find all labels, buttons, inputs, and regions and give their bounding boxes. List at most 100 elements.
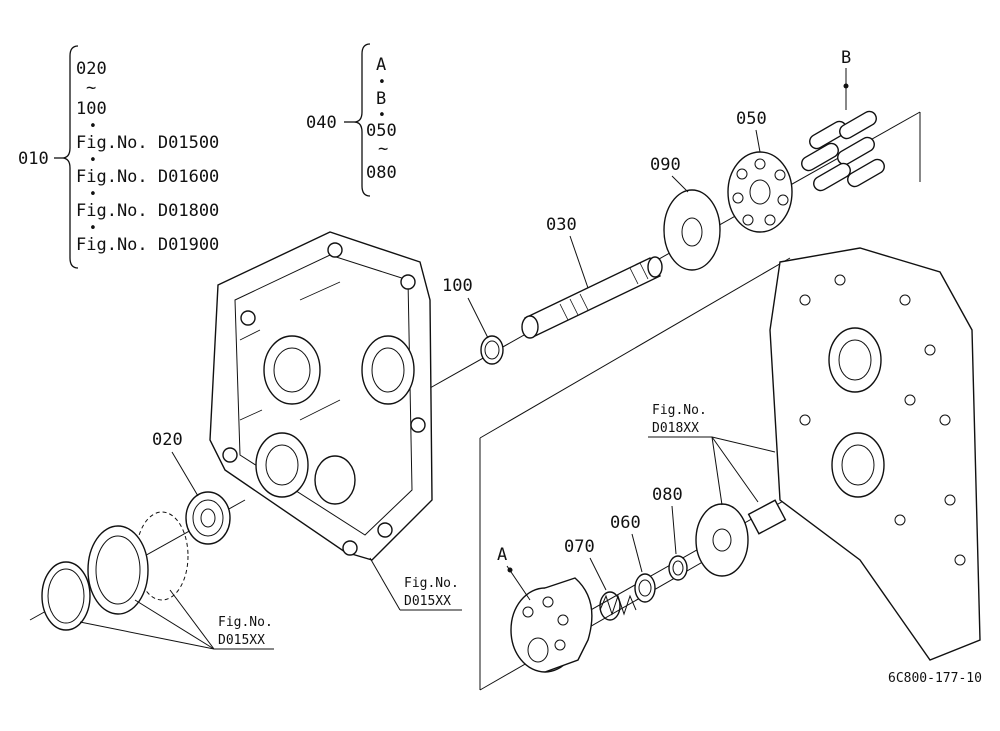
piston-4: [837, 136, 875, 166]
range-end-100: 100: [76, 99, 107, 119]
dot-a: [507, 567, 513, 573]
fig-ref-d01900: Fig.No. D01900: [76, 235, 219, 255]
housing-bore-upper-left-inner: [273, 347, 311, 393]
callout-070: 070: [564, 537, 595, 557]
housing-bore-upper-left: [263, 335, 321, 405]
piston-3: [801, 142, 839, 172]
plate-090-outer: [663, 189, 721, 271]
shaft-end-left: [521, 315, 539, 339]
plate-050-hole-3: [777, 194, 789, 206]
collar-inner: [95, 535, 141, 605]
piston-6: [847, 158, 885, 188]
label-010: 010: [18, 149, 49, 169]
o-ring-dashed: [135, 511, 189, 601]
sleeve-body: [747, 499, 787, 535]
pump-hole-8: [799, 414, 811, 426]
housing-bolt-hole-1: [240, 310, 256, 326]
spring-070-end: [599, 591, 621, 621]
housing-bore-lower: [255, 432, 309, 498]
pump-hole-6: [944, 494, 956, 506]
callout-a: A: [497, 545, 507, 565]
dot-sep-3: •: [89, 187, 97, 202]
leader-d018-sleeve: [711, 436, 759, 503]
housing-bolt-hole-4: [410, 417, 426, 433]
plate-050-hole-4: [764, 214, 776, 226]
bearing-020: [185, 491, 231, 545]
housing-bolt-hole-6: [342, 540, 358, 556]
piston-group-b: [801, 110, 885, 192]
washer-060: [634, 573, 656, 603]
range-start-050: 050: [366, 121, 397, 141]
ref-d015a-fig: Fig.No.: [404, 576, 459, 591]
cylinder-block-a: [510, 577, 593, 673]
leader-060: [631, 533, 643, 573]
collar-outer: [87, 525, 149, 615]
diagram-code: 6C800-177-10: [888, 671, 982, 686]
cylinder-a-body: [544, 577, 593, 673]
housing-bolt-hole-7: [222, 447, 238, 463]
callouts: 020 100 030 090 050 B A 070 060 080: [152, 48, 851, 601]
pump-hole-1: [799, 294, 811, 306]
washer-060-inner: [638, 579, 652, 597]
gear-case-housing: [209, 231, 433, 561]
range-end-080: 080: [366, 163, 397, 183]
housing-bolt-hole-3: [400, 274, 416, 290]
ring-080-inner: [672, 560, 684, 576]
pump-hole-7: [954, 554, 966, 566]
pump-bore-lower-inner: [841, 444, 875, 486]
spring-070: [599, 591, 637, 621]
snap-ring-100: [480, 335, 504, 365]
snap-ring-inner: [47, 568, 85, 624]
leader-080: [671, 505, 677, 555]
ring-080-outer: [668, 555, 688, 581]
spring-070-coil: [599, 594, 637, 616]
range-tilde-040: ~: [378, 139, 388, 159]
pump-hole-4: [924, 344, 936, 356]
leader-100: [467, 297, 489, 339]
plate-050-outer: [727, 151, 793, 233]
pump-body-right: [769, 247, 981, 661]
cylinder-a-bore-4: [554, 639, 566, 651]
washer-060-outer: [634, 573, 656, 603]
housing-bore-upper-right: [361, 335, 415, 405]
plate-050-hole-7: [736, 168, 748, 180]
fig-ref-d01800: Fig.No. D01800: [76, 201, 219, 221]
plate-050-hole-1: [754, 158, 766, 170]
cylinder-a-bore-2: [542, 596, 554, 608]
dot-sep-5: •: [378, 75, 386, 90]
label-040: 040: [306, 113, 337, 133]
sleeve-d018: [747, 499, 787, 535]
leader-d015b-collar: [134, 599, 215, 650]
leader-020: [171, 451, 199, 497]
valve-plate-d018: [695, 503, 749, 577]
callout-b: B: [841, 48, 851, 68]
pump-bore-lower: [831, 432, 885, 498]
valve-plate-outer: [695, 503, 749, 577]
dot-sep-6: •: [378, 108, 386, 123]
seal-assembly-left: [41, 511, 189, 631]
ref-d015b-code: D015XX: [218, 633, 265, 648]
leader-030: [569, 235, 589, 289]
shaft-030: [521, 256, 663, 339]
plate-050-hole-5: [742, 214, 754, 226]
pump-bore-upper-inner: [838, 339, 872, 381]
range-tilde: ~: [86, 78, 96, 98]
callout-100: 100: [442, 276, 473, 296]
fig-ref-d01600: Fig.No. D01600: [76, 167, 219, 187]
housing-bore-lower-inner: [265, 444, 299, 486]
shaft-splines: [559, 262, 649, 321]
ref-a: A: [376, 55, 386, 75]
fig-ref-d01500: Fig.No. D01500: [76, 133, 219, 153]
cylinder-a-bore-1: [522, 606, 534, 618]
callout-050: 050: [736, 109, 767, 129]
snap-ring-outer: [41, 561, 91, 631]
dot-sep-1: •: [89, 119, 97, 134]
housing-bolt-hole-5: [377, 522, 393, 538]
pump-hole-9: [894, 514, 906, 526]
piston-2: [839, 110, 877, 140]
valve-plate-center: [712, 528, 732, 552]
dot-b: [843, 83, 849, 89]
housing-bolt-hole-2: [327, 242, 343, 258]
leader-090: [671, 175, 689, 193]
